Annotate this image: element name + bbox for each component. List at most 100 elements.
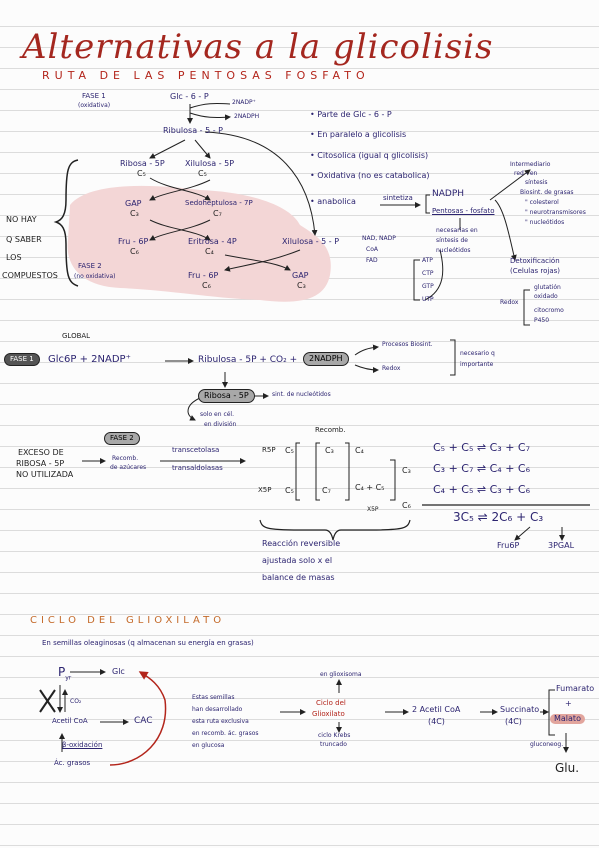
reaccion-1: ajustada solo x el bbox=[262, 556, 333, 565]
pentosas-note: Pentosas - fosfato bbox=[432, 207, 495, 215]
acetil: Acetil CoA bbox=[52, 717, 88, 725]
global-ribosa: Ribosa - 5P bbox=[198, 389, 255, 403]
fru6p-out: Fru6P bbox=[497, 541, 520, 550]
ciclo-0: Ciclo del bbox=[316, 699, 346, 707]
glioxisoma: en glioxisoma bbox=[320, 671, 362, 678]
nucleo-0: ATP bbox=[422, 257, 433, 264]
sintesis-2: " colesterol bbox=[525, 199, 559, 206]
sintetiza: sintetiza bbox=[383, 194, 413, 202]
necesario-1: importante bbox=[460, 361, 494, 368]
fumarato: Fumarato bbox=[556, 684, 595, 693]
global-product: Ribulosa - 5P + CO₂ + bbox=[198, 355, 298, 365]
bullet-2: • Citosolica (igual q glicolisis) bbox=[310, 151, 429, 160]
eq1: C₅ + C₅ ⇌ C₃ + C₇ bbox=[433, 441, 530, 454]
co2: CO₂ bbox=[70, 698, 82, 705]
redox-1: oxidado bbox=[534, 293, 558, 300]
plus: + bbox=[565, 699, 572, 708]
gal3p-out: 3PGAL bbox=[548, 541, 575, 550]
fase2-sub: (no oxidativa) bbox=[74, 273, 116, 280]
estas-3: en recomb. ác. grasos bbox=[192, 730, 259, 737]
global-label: GLOBAL bbox=[62, 332, 91, 340]
left-label-0: NO HAY bbox=[6, 215, 37, 224]
bullet-1: • En paralelo a glicolisis bbox=[310, 130, 407, 139]
ciclo-1: Glioxilato bbox=[312, 710, 345, 718]
intermediario-0: Intermediario bbox=[510, 161, 551, 168]
gap2: GAP bbox=[292, 271, 309, 280]
reaccion-2: balance de masas bbox=[262, 573, 335, 582]
c5-1: C₅ bbox=[285, 446, 294, 455]
detox-1: (Celulas rojas) bbox=[510, 267, 561, 275]
page-subtitle: RUTA DE LAS PENTOSAS FOSFATO bbox=[42, 69, 370, 82]
exceso-2: NO UTILIZADA bbox=[16, 470, 74, 479]
detox-0: Detoxificación bbox=[510, 257, 560, 265]
exceso-0: EXCESO DE bbox=[18, 448, 64, 457]
exceso-1: RIBOSA - 5P bbox=[16, 459, 65, 468]
glioxilato-sub: En semillas oleaginosas (q almacenan su … bbox=[42, 639, 254, 647]
fase2-blob bbox=[67, 185, 331, 302]
sintesis-1: Biosint. de grasas bbox=[520, 189, 574, 196]
necesarias-0: necesarias en bbox=[436, 227, 478, 234]
r5p-1: R5P bbox=[262, 446, 276, 454]
fase1-label: FASE 1 bbox=[82, 92, 106, 100]
transc-1: transaldolasas bbox=[172, 464, 223, 472]
nadph-out: 2NADPH bbox=[234, 113, 260, 120]
c6a: C₆ bbox=[130, 247, 139, 256]
c3-f2: C₃ bbox=[325, 446, 334, 455]
c4-f2: C₄ bbox=[355, 446, 364, 455]
redox-0: glutatión bbox=[534, 284, 561, 291]
nadp-in: 2NADP⁺ bbox=[232, 99, 256, 106]
gluconeog: gluconeog. bbox=[530, 741, 564, 748]
nad-0: NAD, NADP bbox=[362, 235, 396, 242]
estas-1: han desarrollado bbox=[192, 706, 243, 713]
fru6p1: Fru - 6P bbox=[118, 237, 149, 246]
left-label-1: Q SABER bbox=[6, 235, 42, 244]
c7: C₇ bbox=[213, 209, 222, 218]
xilulosa5p: Xilulosa - 5P bbox=[185, 159, 235, 168]
redox-2: citocromo bbox=[534, 307, 564, 314]
eq2: C₃ + C₇ ⇌ C₄ + C₆ bbox=[433, 462, 530, 475]
eq-total: 3C₅ ⇌ 2C₆ + C₃ bbox=[453, 510, 544, 524]
bullet-0: • Parte de Glc - 6 - P bbox=[310, 110, 392, 119]
c4b: (4C) bbox=[505, 717, 522, 726]
sintesis-3: " neurotransmisores bbox=[525, 209, 586, 216]
sintesis-0: síntesis bbox=[525, 179, 548, 186]
procesos: Procesos Biosint. bbox=[382, 341, 433, 348]
c3r: C₃ bbox=[402, 466, 411, 475]
global-nadph: 2NADPH bbox=[303, 352, 349, 366]
krebs-0: ciclo Krebs bbox=[318, 732, 351, 739]
krebs-1: truncado bbox=[320, 741, 347, 748]
estas-4: en glucosa bbox=[192, 742, 225, 749]
x5p: X5P bbox=[258, 486, 272, 494]
redox-global: Redox bbox=[382, 365, 401, 372]
redox-label: Redox bbox=[500, 299, 519, 306]
gap1: GAP bbox=[125, 199, 142, 208]
c4-glio: (4C) bbox=[428, 717, 445, 726]
reaccion-0: Reacción reversible bbox=[262, 539, 341, 548]
nad-2: FAD bbox=[366, 257, 378, 264]
cac: CAC bbox=[134, 716, 153, 726]
glc: Glc bbox=[112, 667, 125, 676]
beta-ox: β-oxidación bbox=[62, 741, 103, 749]
c3b: C₃ bbox=[297, 281, 306, 290]
sedoheptulosa: Sedoheptulosa - 7P bbox=[185, 199, 253, 207]
estas-2: esta ruta exclusiva bbox=[192, 718, 249, 725]
transc-0: transcetolasa bbox=[172, 446, 220, 454]
glc6p: Glc - 6 - P bbox=[170, 92, 209, 101]
ribulosa: Ribulosa - 5 - P bbox=[163, 126, 223, 135]
c5a: C₅ bbox=[137, 169, 146, 178]
recomb-0: Recomb. bbox=[112, 455, 139, 462]
c6r: C₆ bbox=[402, 501, 411, 510]
c5b: C₅ bbox=[198, 169, 207, 178]
c4: C₄ bbox=[205, 247, 214, 256]
sintesis-4: " nucleótidos bbox=[525, 219, 565, 226]
left-label-2: LOS bbox=[6, 253, 22, 262]
redox-3: P450 bbox=[534, 317, 550, 324]
solo-0: solo en cél. bbox=[200, 411, 235, 418]
ac-grasos: Ác. grasos bbox=[54, 759, 91, 767]
malato: Malato bbox=[550, 714, 585, 724]
c4c5: C₄ + C₅ bbox=[355, 483, 385, 492]
left-label-3: COMPUESTOS bbox=[2, 271, 58, 280]
glu: Glu. bbox=[555, 761, 580, 775]
